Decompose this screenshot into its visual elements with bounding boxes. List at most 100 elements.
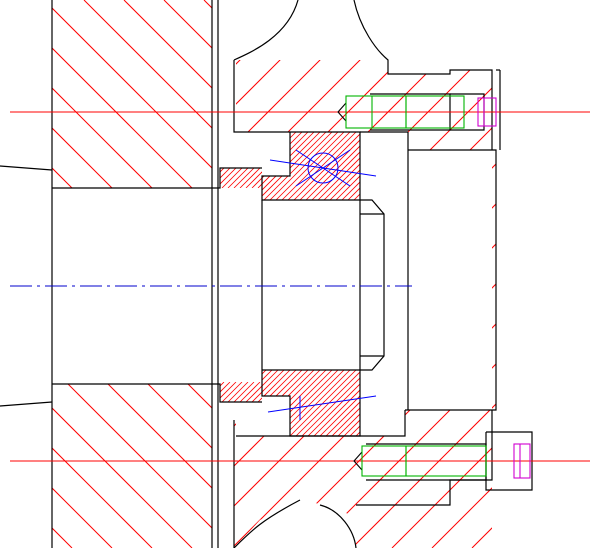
hatch-line (351, 60, 496, 548)
hatch-line (174, 132, 242, 200)
shaft-bore-bottom (52, 383, 262, 403)
shaft-bore-top (52, 167, 262, 189)
hatch-line (234, 60, 411, 548)
spacer-hatch-bottom (192, 382, 262, 402)
hatch-line (341, 132, 360, 200)
hatch-line (163, 0, 212, 188)
hatch-line (192, 382, 212, 402)
hatch-line (262, 370, 297, 436)
hatch-line (52, 384, 193, 548)
hatch-line (0, 384, 32, 548)
hatch-line (234, 60, 496, 548)
hatch-line (391, 60, 496, 548)
hatch-line (347, 132, 360, 200)
hatch-line (262, 370, 303, 436)
hatch-line (380, 370, 446, 436)
hatch-line (431, 60, 496, 548)
hatch-line (287, 132, 357, 200)
hatch-line (220, 168, 237, 188)
hatch-line (281, 132, 351, 200)
hatch-line (257, 382, 262, 402)
hatch-line (245, 168, 262, 188)
hatch-line (220, 382, 225, 402)
hatch-line (262, 370, 309, 436)
bearing-ball-icon (307, 152, 339, 184)
hatch-line (192, 168, 212, 188)
hatch-line (265, 370, 333, 436)
hatch-line (289, 370, 357, 436)
hatch-line (67, 384, 212, 548)
hatch-line (262, 370, 279, 436)
hatch-line (52, 384, 73, 548)
bolt-head-hex-icon (513, 443, 531, 479)
hatch-line (52, 384, 113, 548)
hatch-line (52, 0, 153, 188)
hatch-line (220, 168, 231, 188)
shaft-hatch-lower (0, 384, 512, 548)
hatch-line (305, 132, 360, 200)
hatch-line (348, 384, 512, 548)
hatch-line (408, 132, 476, 200)
hatch-line (396, 132, 464, 200)
break-line-bottom (0, 401, 53, 407)
bearing-cross-2 (295, 149, 351, 187)
hatch-line (227, 168, 249, 188)
hatch-line (180, 168, 200, 188)
hatch-line (592, 50, 604, 548)
hatch-line (194, 370, 260, 436)
hatch-line (402, 132, 470, 200)
cover-plate-outline (405, 149, 497, 411)
hatch-line (245, 382, 262, 402)
hatch-line (331, 370, 360, 436)
hatch-line (325, 370, 360, 436)
hatch-line (374, 370, 440, 436)
hatch-line (262, 132, 327, 200)
hatch-line (52, 384, 153, 548)
hatch-line (52, 0, 113, 188)
bearing-symbols (267, 149, 377, 420)
hatch-line (390, 132, 458, 200)
hatch-line (107, 384, 212, 548)
hatch-line (428, 370, 494, 436)
hatch-line (233, 168, 255, 188)
hatch-line (262, 132, 267, 200)
hatch-line (257, 168, 262, 188)
hatch-line (269, 132, 339, 200)
hatch-line (188, 370, 254, 436)
hatch-line (233, 382, 255, 402)
bearing-contact-line-bottom (267, 395, 377, 413)
hatch-line (271, 60, 496, 548)
hatch-line (234, 60, 496, 548)
lower-bolt-shank (405, 445, 487, 477)
hatch-line (52, 0, 193, 188)
hatch-line (317, 132, 360, 200)
bolt-head-socket-icon (477, 97, 497, 127)
hatch-line (262, 370, 291, 436)
part-outlines (0, 0, 533, 548)
hatch-line (221, 382, 243, 402)
hatch-line (0, 50, 210, 548)
hatch-line (147, 384, 212, 548)
hatch-line (234, 60, 451, 548)
hatch-line (262, 370, 285, 436)
housing-top-curve-right (353, 0, 493, 150)
upper-bolt-shank (405, 95, 465, 129)
hatch-line (301, 370, 360, 436)
hatch-line (198, 382, 218, 402)
hatch-line (359, 132, 360, 200)
hatch-line (293, 132, 360, 200)
hatch-line (552, 50, 604, 548)
hatch-line (180, 132, 248, 200)
hatch-line (262, 370, 327, 436)
hatch-line (319, 370, 360, 436)
hatch-line (239, 382, 261, 402)
hatch-line (228, 384, 392, 548)
hatch-line (234, 60, 331, 548)
hatch-line (392, 370, 458, 436)
hatch-line (432, 132, 500, 200)
hatch-line (182, 370, 248, 436)
hatch-line (410, 370, 476, 436)
hatch-line (220, 168, 225, 188)
hatch-line (262, 370, 315, 436)
